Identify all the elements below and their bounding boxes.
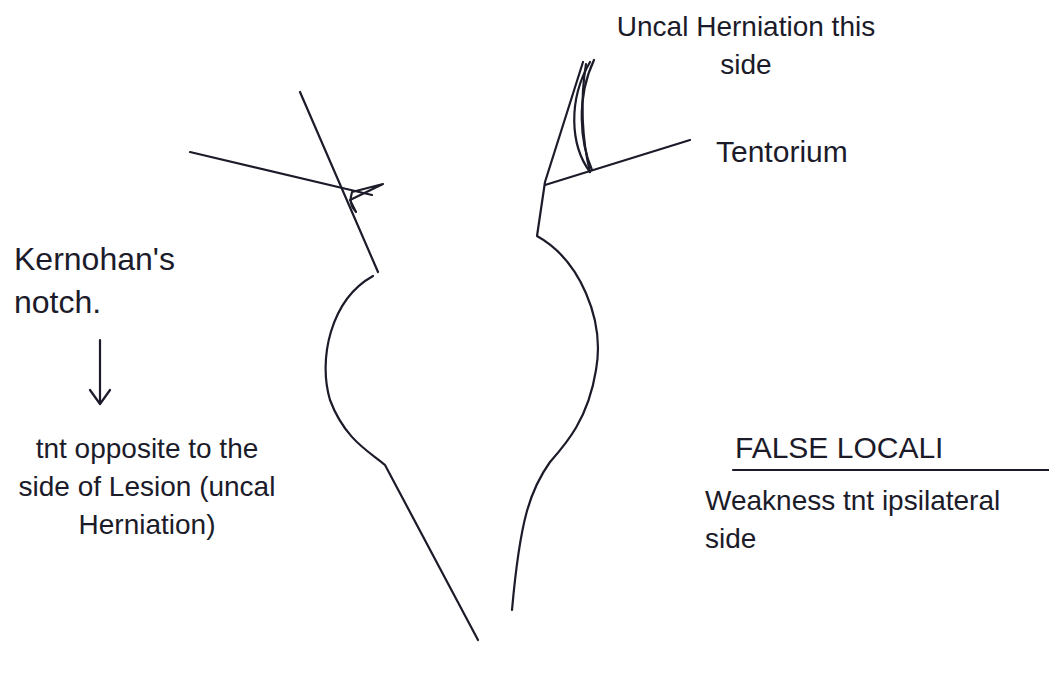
heading-underline [733, 469, 1049, 471]
pointer-arrow [99, 340, 101, 402]
tentorium-line [190, 152, 372, 195]
note-text: tnt opposite to the side of Lesion (unca… [12, 430, 282, 543]
uncus-outline [582, 60, 594, 170]
callout-label: Kernohan's notch. [14, 238, 214, 324]
arrow-head [90, 390, 110, 404]
notch-mark [350, 184, 383, 212]
section-heading: FALSE LOCALI [735, 428, 1045, 469]
brainstem-outline [326, 276, 478, 640]
tentorium-line [545, 140, 690, 185]
callout-label: Uncal Herniation this side [596, 8, 896, 84]
note-text: Weakness tnt ipsilateral side [705, 482, 1045, 558]
part-label: Tentorium [716, 132, 936, 173]
tentorium-edge [300, 92, 378, 272]
